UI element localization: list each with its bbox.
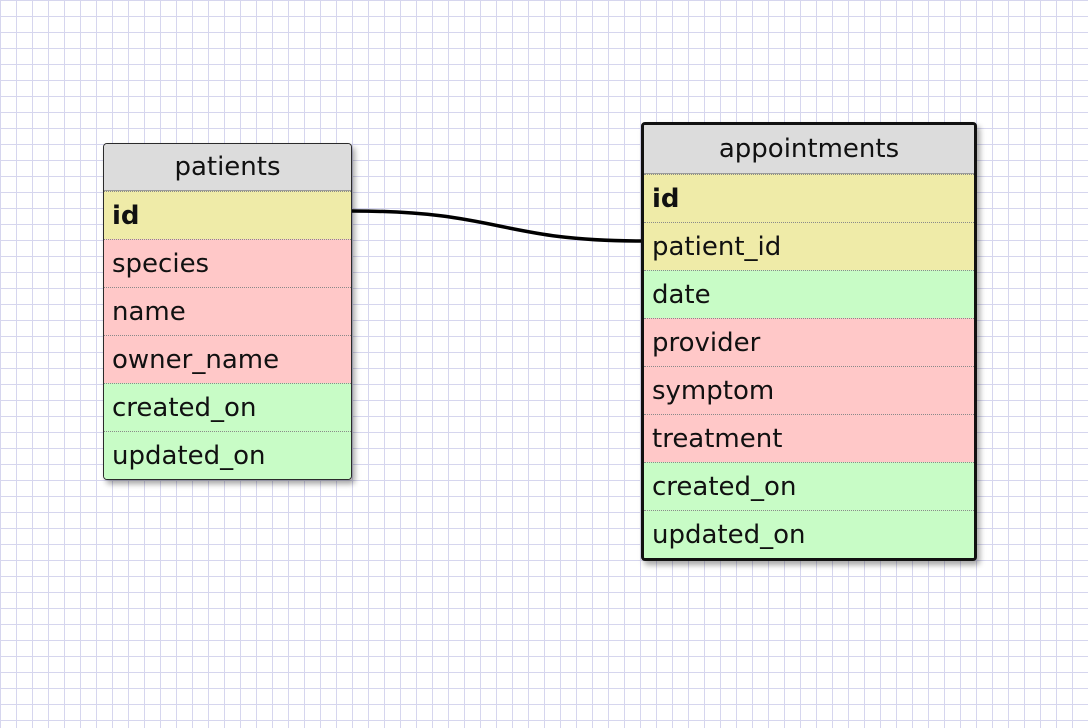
field-date[interactable]: date bbox=[644, 270, 974, 318]
field-updated-on[interactable]: updated_on bbox=[104, 431, 351, 479]
table-title[interactable]: appointments bbox=[644, 125, 974, 174]
field-created-on[interactable]: created_on bbox=[104, 383, 351, 431]
field-treatment[interactable]: treatment bbox=[644, 414, 974, 462]
field-id[interactable]: id bbox=[104, 191, 351, 239]
field-name[interactable]: name bbox=[104, 287, 351, 335]
field-id[interactable]: id bbox=[644, 174, 974, 222]
field-species[interactable]: species bbox=[104, 239, 351, 287]
table-appointments[interactable]: appointments id patient_id date provider… bbox=[641, 122, 977, 561]
field-created-on[interactable]: created_on bbox=[644, 462, 974, 510]
field-provider[interactable]: provider bbox=[644, 318, 974, 366]
field-updated-on[interactable]: updated_on bbox=[644, 510, 974, 558]
table-title[interactable]: patients bbox=[104, 144, 351, 191]
table-patients[interactable]: patients id species name owner_name crea… bbox=[103, 143, 352, 480]
field-owner-name[interactable]: owner_name bbox=[104, 335, 351, 383]
field-symptom[interactable]: symptom bbox=[644, 366, 974, 414]
field-patient-id[interactable]: patient_id bbox=[644, 222, 974, 270]
relation-line bbox=[351, 209, 642, 243]
